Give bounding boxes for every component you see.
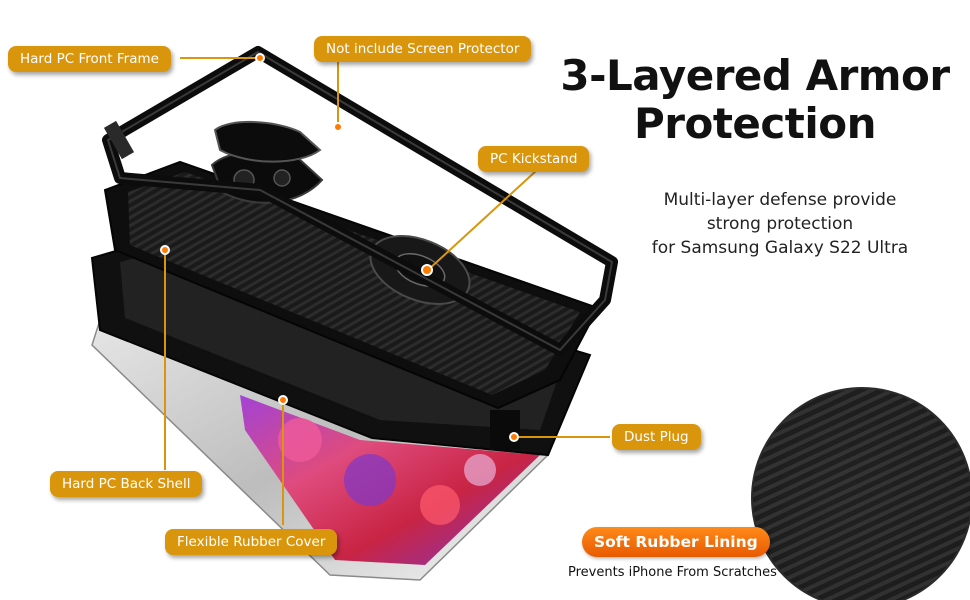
callout-front-frame: Hard PC Front Frame bbox=[8, 46, 171, 72]
callout-no-screen-protector: Not include Screen Protector bbox=[314, 36, 532, 62]
callout-back-shell: Hard PC Back Shell bbox=[50, 471, 203, 497]
headline: 3-Layered Armor Protection bbox=[540, 52, 970, 148]
rubber-lining-closeup bbox=[751, 387, 970, 600]
headline-line-1: 3-Layered Armor bbox=[560, 51, 950, 100]
soft-rubber-lining-label: Soft Rubber Lining bbox=[582, 527, 770, 557]
headline-line-2: Protection bbox=[633, 99, 877, 148]
callout-leaders bbox=[164, 52, 783, 542]
callout-rubber-cover: Flexible Rubber Cover bbox=[165, 529, 338, 555]
subtitle-line-2: strong protection bbox=[706, 214, 854, 234]
subtitle-line-1: Multi-layer defense provide bbox=[663, 190, 897, 210]
subtitle: Multi-layer defense provide strong prote… bbox=[610, 188, 950, 260]
phone-body bbox=[91, 318, 550, 581]
front-frame-layer bbox=[102, 46, 618, 356]
callout-dust-plug: Dust Plug bbox=[612, 424, 701, 450]
subtitle-line-3: for Samsung Galaxy S22 Ultra bbox=[651, 238, 909, 258]
callout-kickstand: PC Kickstand bbox=[478, 146, 590, 172]
lining-note: Prevents iPhone From Scratches bbox=[568, 565, 777, 580]
